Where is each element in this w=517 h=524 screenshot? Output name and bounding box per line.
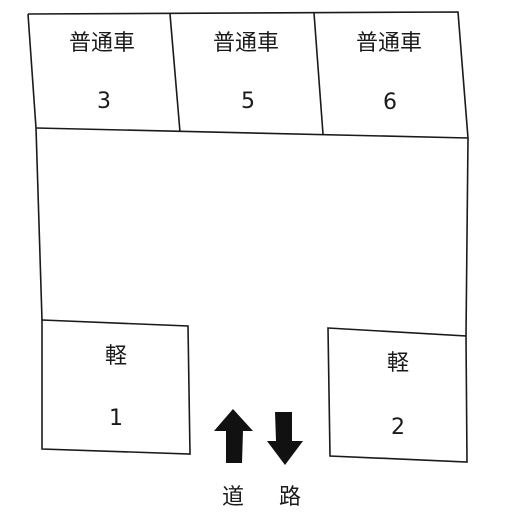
- space-number: 5: [241, 89, 255, 114]
- space-kei-1: 軽 1: [41, 319, 191, 455]
- arrow-down-icon: [267, 412, 303, 465]
- space-number: 2: [391, 415, 405, 440]
- top-row-divider: [35, 127, 469, 139]
- space-type-label: 軽: [387, 351, 409, 376]
- space-type-label: 普通車: [356, 31, 422, 56]
- space-regular-5: 普通車 5: [169, 13, 279, 133]
- space-type-label: 軽: [105, 344, 127, 369]
- lot-outline: [27, 11, 469, 337]
- road-label-2: 路: [279, 485, 301, 510]
- space-kei-2: 軽 2: [327, 327, 468, 463]
- space-type-label: 普通車: [213, 31, 279, 56]
- arrow-up-icon: [214, 409, 253, 463]
- space-number: 6: [383, 90, 397, 115]
- space-number: 1: [109, 406, 123, 431]
- space-regular-6: 普通車 6: [313, 12, 422, 135]
- space-type-label: 普通車: [69, 31, 135, 56]
- road-label-1: 道: [222, 485, 244, 510]
- space-regular-3: 普通車 3: [27, 13, 135, 129]
- space-number: 3: [97, 89, 111, 114]
